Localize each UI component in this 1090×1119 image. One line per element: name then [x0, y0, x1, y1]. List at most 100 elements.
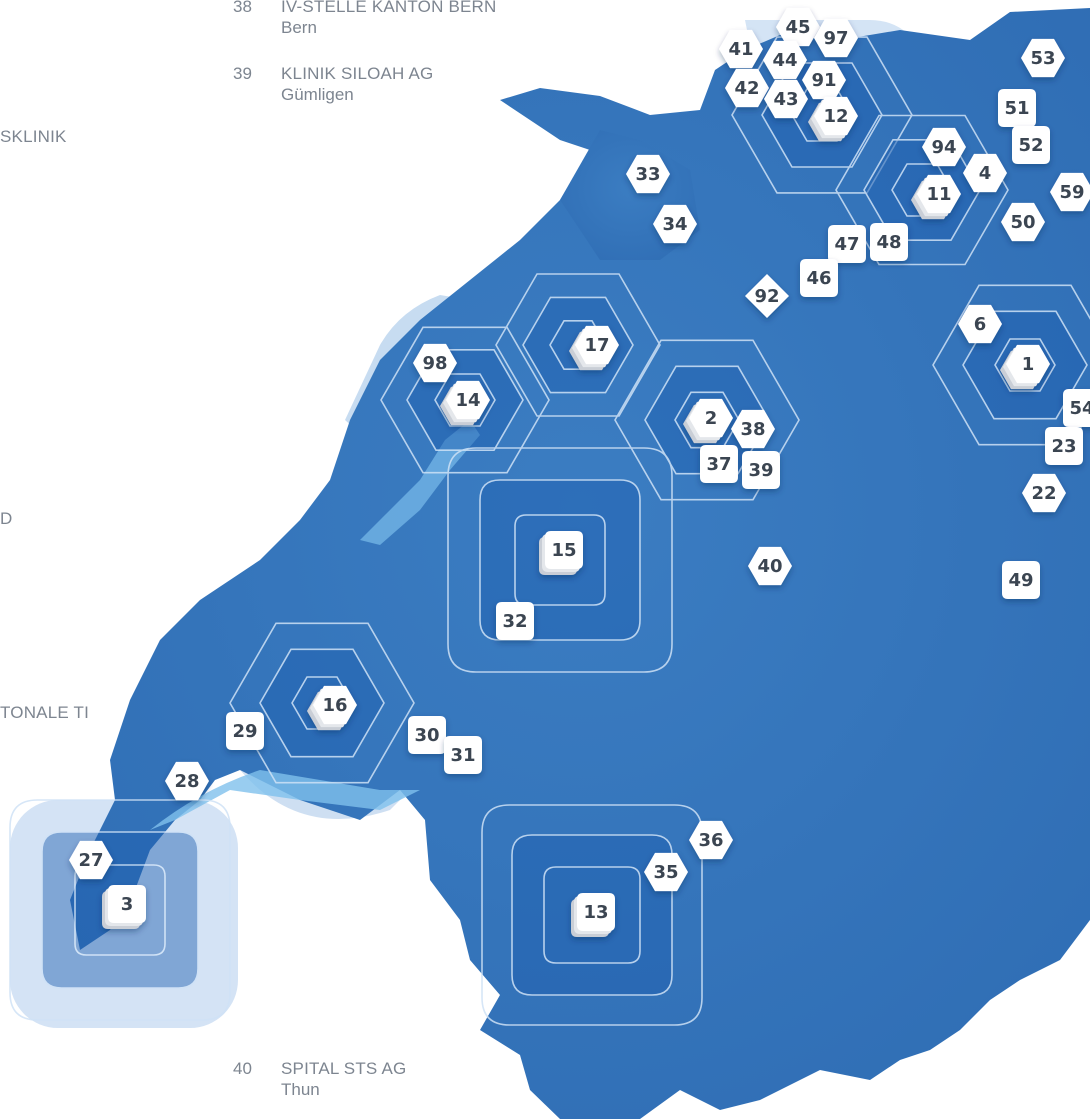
marker-92[interactable]: 92 [745, 274, 789, 318]
marker-badge [776, 7, 820, 47]
marker-badge [748, 546, 792, 586]
marker-52[interactable]: 52 [1012, 126, 1050, 164]
marker-49[interactable]: 49 [1002, 561, 1040, 599]
marker-badge [413, 343, 457, 383]
marker-2[interactable]: 2 [683, 398, 733, 444]
marker-31[interactable]: 31 [444, 736, 482, 774]
marker-badge [742, 451, 780, 489]
marker-30[interactable]: 30 [408, 716, 446, 754]
marker-label: 35 [653, 862, 678, 883]
marker-91[interactable]: 91 [802, 60, 846, 100]
marker-label: 97 [823, 28, 848, 49]
marker-badge [408, 716, 446, 754]
marker-label: 43 [773, 89, 798, 110]
marker-label: 6 [974, 314, 987, 335]
marker-34[interactable]: 34 [653, 204, 697, 244]
marker-badge [577, 893, 615, 931]
marker-37[interactable]: 37 [700, 445, 738, 483]
marker-label: 32 [502, 611, 527, 632]
marker-39[interactable]: 39 [742, 451, 780, 489]
marker-badge [731, 409, 775, 449]
marker-badge [626, 154, 670, 194]
marker-4[interactable]: 4 [963, 153, 1007, 193]
marker-43[interactable]: 43 [764, 79, 808, 119]
marker-6[interactable]: 6 [958, 304, 1002, 344]
marker-label: 13 [583, 902, 608, 923]
marker-badge [1002, 561, 1040, 599]
marker-32[interactable]: 32 [496, 602, 534, 640]
marker-98[interactable]: 98 [413, 343, 457, 383]
marker-label: 36 [698, 830, 723, 851]
marker-17[interactable]: 17 [569, 325, 619, 371]
marker-badge [828, 225, 866, 263]
ring-outline [835, 114, 1009, 266]
marker-label: 11 [926, 184, 951, 205]
marker-28[interactable]: 28 [165, 761, 209, 801]
marker-badge [1012, 126, 1050, 164]
marker-badge [764, 79, 808, 119]
marker-13[interactable]: 13 [571, 893, 615, 937]
marker-27[interactable]: 27 [69, 840, 113, 880]
marker-40[interactable]: 40 [748, 546, 792, 586]
marker-badge [1022, 473, 1066, 513]
ring-outline [731, 36, 913, 194]
marker-badge [802, 60, 846, 100]
ring-outline [514, 514, 606, 606]
marker-46[interactable]: 46 [800, 259, 838, 297]
marker-36[interactable]: 36 [689, 820, 733, 860]
marker-label: 17 [584, 335, 609, 356]
marker-label: 41 [728, 39, 753, 60]
marker-badge [496, 602, 534, 640]
marker-47[interactable]: 47 [828, 225, 866, 263]
marker-3[interactable]: 3 [102, 885, 146, 929]
marker-label: 52 [1018, 135, 1043, 156]
marker-badge [998, 89, 1036, 127]
marker-11[interactable]: 11 [911, 174, 961, 220]
edge-text-sklinik: SKLINIK [0, 127, 67, 146]
marker-51[interactable]: 51 [998, 89, 1036, 127]
marker-badge [108, 885, 146, 923]
marker-label: 1 [1022, 354, 1035, 375]
marker-22[interactable]: 22 [1022, 473, 1066, 513]
marker-33[interactable]: 33 [626, 154, 670, 194]
marker-label: 59 [1059, 182, 1084, 203]
marker-97[interactable]: 97 [814, 18, 858, 58]
ring-outline [479, 479, 641, 641]
marker-label: 53 [1030, 48, 1055, 69]
marker-badge [763, 40, 807, 80]
marker-59[interactable]: 59 [1050, 172, 1090, 212]
marker-label: 2 [705, 408, 718, 429]
marker-label: 48 [876, 232, 901, 253]
marker-12[interactable]: 12 [808, 96, 858, 142]
marker-label: 12 [823, 106, 848, 127]
marker-label: 15 [551, 540, 576, 561]
marker-53[interactable]: 53 [1021, 38, 1065, 78]
marker-label: 51 [1004, 98, 1029, 119]
marker-54[interactable]: 54 [1063, 389, 1090, 427]
marker-label: 94 [931, 137, 956, 158]
marker-14[interactable]: 14 [440, 380, 490, 426]
marker-label: 23 [1051, 436, 1076, 457]
marker-35[interactable]: 35 [644, 852, 688, 892]
marker-badge [700, 445, 738, 483]
marker-badge [958, 304, 1002, 344]
marker-badge [165, 761, 209, 801]
edge-text-d: D [0, 509, 13, 528]
marker-38[interactable]: 38 [731, 409, 775, 449]
marker-16[interactable]: 16 [307, 685, 357, 731]
marker-50[interactable]: 50 [1001, 202, 1045, 242]
marker-94[interactable]: 94 [922, 127, 966, 167]
marker-45[interactable]: 45 [776, 7, 820, 47]
marker-48[interactable]: 48 [870, 223, 908, 261]
marker-15[interactable]: 15 [539, 531, 583, 575]
marker-29[interactable]: 29 [226, 712, 264, 750]
marker-badge [814, 96, 858, 136]
marker-41[interactable]: 41 [719, 29, 763, 69]
marker-44[interactable]: 44 [763, 40, 807, 80]
marker-42[interactable]: 42 [725, 68, 769, 108]
marker-badge [745, 274, 789, 318]
marker-1[interactable]: 1 [1000, 344, 1050, 390]
marker-23[interactable]: 23 [1045, 427, 1083, 465]
